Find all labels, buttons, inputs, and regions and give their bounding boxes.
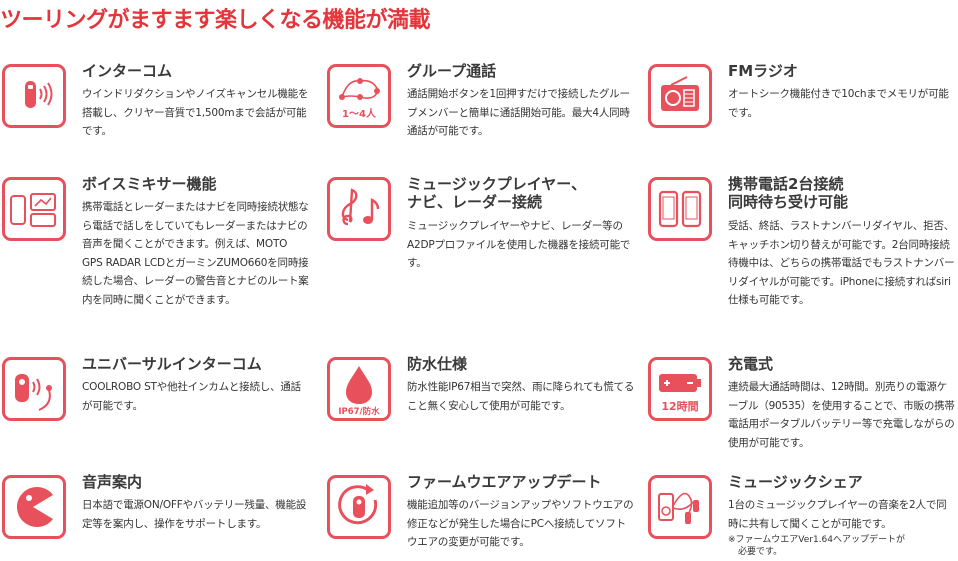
feature-title: インターコム <box>82 62 173 80</box>
two-phones-icon <box>648 177 712 241</box>
music-share-icon <box>648 475 712 539</box>
headset-sound-icon <box>2 64 66 128</box>
feature-description: 携帯電話とレーダーまたはナビを同時接続状態なら電話で話しをしていてもレーダーまた… <box>82 201 309 306</box>
feature-description: 連続最大通話時間は、12時間。別売りの電源ケーブル（90535）を使用することで… <box>728 381 955 449</box>
feature-description: 受話、終話、ラストナンバーリダイヤル、拒否、キャッチホン切り替えが可能です。2台… <box>728 220 955 306</box>
feature-title: 防水仕様 <box>407 355 468 373</box>
feature-description: 日本語で電源ON/OFFやバッテリー残量、機能設定等を案内し、操作をサポートしま… <box>82 499 307 530</box>
feature-title: ミュージックプレイヤー、 ナビ、レーダー接続 <box>407 175 637 211</box>
feature-title-line: 携帯電話2台接続 <box>728 175 844 193</box>
feature-description: 1台のミュージックプレイヤーの音楽を2人で同時に共有して聞くことが可能です。 <box>728 499 947 530</box>
feature-note-line: ※ファームウエアVer1.64へアップデートが <box>728 535 906 545</box>
feature-description: 防水性能IP67相当で突然、雨に降られても慌てること無く安心して使用が可能です。 <box>407 381 635 412</box>
group-call-icon: 1〜4人 <box>327 64 391 128</box>
battery-label: 12時間 <box>661 400 699 413</box>
feature-title: 携帯電話2台接続 同時待ち受け可能 <box>728 175 958 211</box>
feature-title-line: 同時待ち受け可能 <box>728 193 849 211</box>
feature-title-line: ナビ、レーダー接続 <box>407 193 543 211</box>
feature-title-line: ミュージックプレイヤー、 <box>407 175 587 193</box>
feature-description: オートシーク機能付きで10chまでメモリが可能です。 <box>728 88 949 119</box>
firmware-update-icon <box>327 475 391 539</box>
waterproof-drop-icon: IP67/防水 <box>327 357 391 421</box>
feature-description: 通話開始ボタンを1回押すだけで接続したグループメンバーと簡単に通話開始可能。最大… <box>407 88 630 137</box>
feature-description: 機能追加等のバージョンアップやソフトウエアの修正などが発生した場合にPCへ接続し… <box>407 499 634 548</box>
feature-title: ミュージックシェア <box>728 473 863 491</box>
feature-note: ※ファームウエアVer1.64へアップデートが 必要です。 <box>728 534 958 558</box>
feature-title: ボイスミキサー機能 <box>82 175 217 193</box>
feature-description: ウインドリダクションやノイズキャンセル機能を搭載し、クリヤー音質で1,500mま… <box>82 88 309 137</box>
feature-title: 音声案内 <box>82 473 143 491</box>
music-note-icon <box>327 177 391 241</box>
voice-guide-icon <box>2 475 66 539</box>
feature-description: COOLROBO STや他社インカムと接続し、通話が可能です。 <box>82 381 301 412</box>
feature-description: ミュージックプレイヤーやナビ、レーダー等のA2DPプロファイルを使用した機器を接… <box>407 220 631 269</box>
voice-mixer-icon <box>2 177 66 241</box>
feature-title: 充電式 <box>728 355 774 373</box>
feature-title: グループ通話 <box>407 62 497 80</box>
feature-title: ユニバーサルインターコム <box>82 355 262 373</box>
waterproof-label: IP67/防水 <box>338 407 380 417</box>
universal-intercom-icon <box>2 357 66 421</box>
feature-title: FMラジオ <box>728 62 798 80</box>
group-call-label: 1〜4人 <box>342 109 376 120</box>
feature-title: ファームウエアアップデート <box>407 473 602 491</box>
radio-icon <box>648 64 712 128</box>
battery-icon: 12時間 <box>648 357 712 421</box>
feature-note-line: 必要です。 <box>738 547 783 557</box>
page-title: ツーリングがますます楽しくなる機能が満載 <box>0 8 431 33</box>
